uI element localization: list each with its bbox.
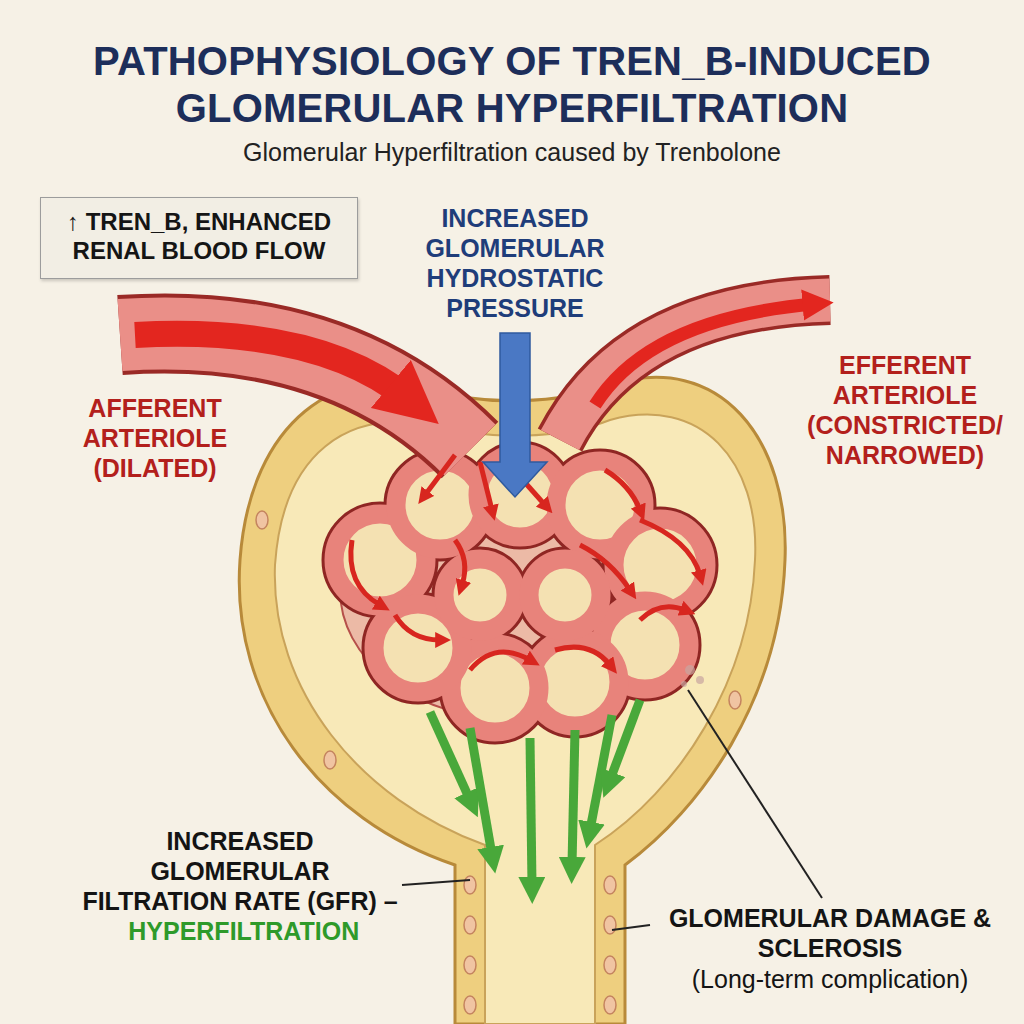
damage-note: (Long-term complication) xyxy=(640,964,1020,994)
title-slot: PATHOPHYSIOLOGY OF TREN_B-INDUCED GLOMER… xyxy=(30,38,994,132)
label-group: INCREASED GLOMERULAR FILTRATION RATE (GF… xyxy=(80,826,400,946)
caption: Glomerular Hyperfiltration caused by Tre… xyxy=(30,137,994,167)
label-slot: GLOMERULAR DAMAGE & SCLEROSIS xyxy=(660,903,1000,963)
arteriole-label: EFFERENT ARTERIOLE (CONSTRICTED/ NARROWE… xyxy=(790,350,1020,470)
box-text: ↑ TREN_B, ENHANCED RENAL BLOOD FLOW xyxy=(53,208,345,266)
arteriole-label: AFFERENT ARTERIOLE (DILATED) xyxy=(48,393,262,483)
label-slot: (Long-term complication) xyxy=(640,964,1020,994)
label-slot: AFFERENT ARTERIOLE (DILATED) xyxy=(48,393,262,483)
cause-box: ↑ TREN_B, ENHANCED RENAL BLOOD FLOW xyxy=(40,197,358,279)
title: PATHOPHYSIOLOGY OF TREN_B-INDUCED GLOMER… xyxy=(30,38,994,132)
caption-slot: Glomerular Hyperfiltration caused by Tre… xyxy=(30,137,994,167)
gfr-emphasis: HYPERFILTRATION xyxy=(128,917,359,945)
label-slot: EFFERENT ARTERIOLE (CONSTRICTED/ NARROWE… xyxy=(790,350,1020,470)
pressure-label: INCREASED GLOMERULAR HYDROSTATIC PRESSUR… xyxy=(388,203,642,323)
label-slot: INCREASED GLOMERULAR HYDROSTATIC PRESSUR… xyxy=(388,203,642,323)
gfr-label: INCREASED GLOMERULAR FILTRATION RATE (GF… xyxy=(82,827,397,915)
damage-label: GLOMERULAR DAMAGE & SCLEROSIS xyxy=(660,903,1000,963)
